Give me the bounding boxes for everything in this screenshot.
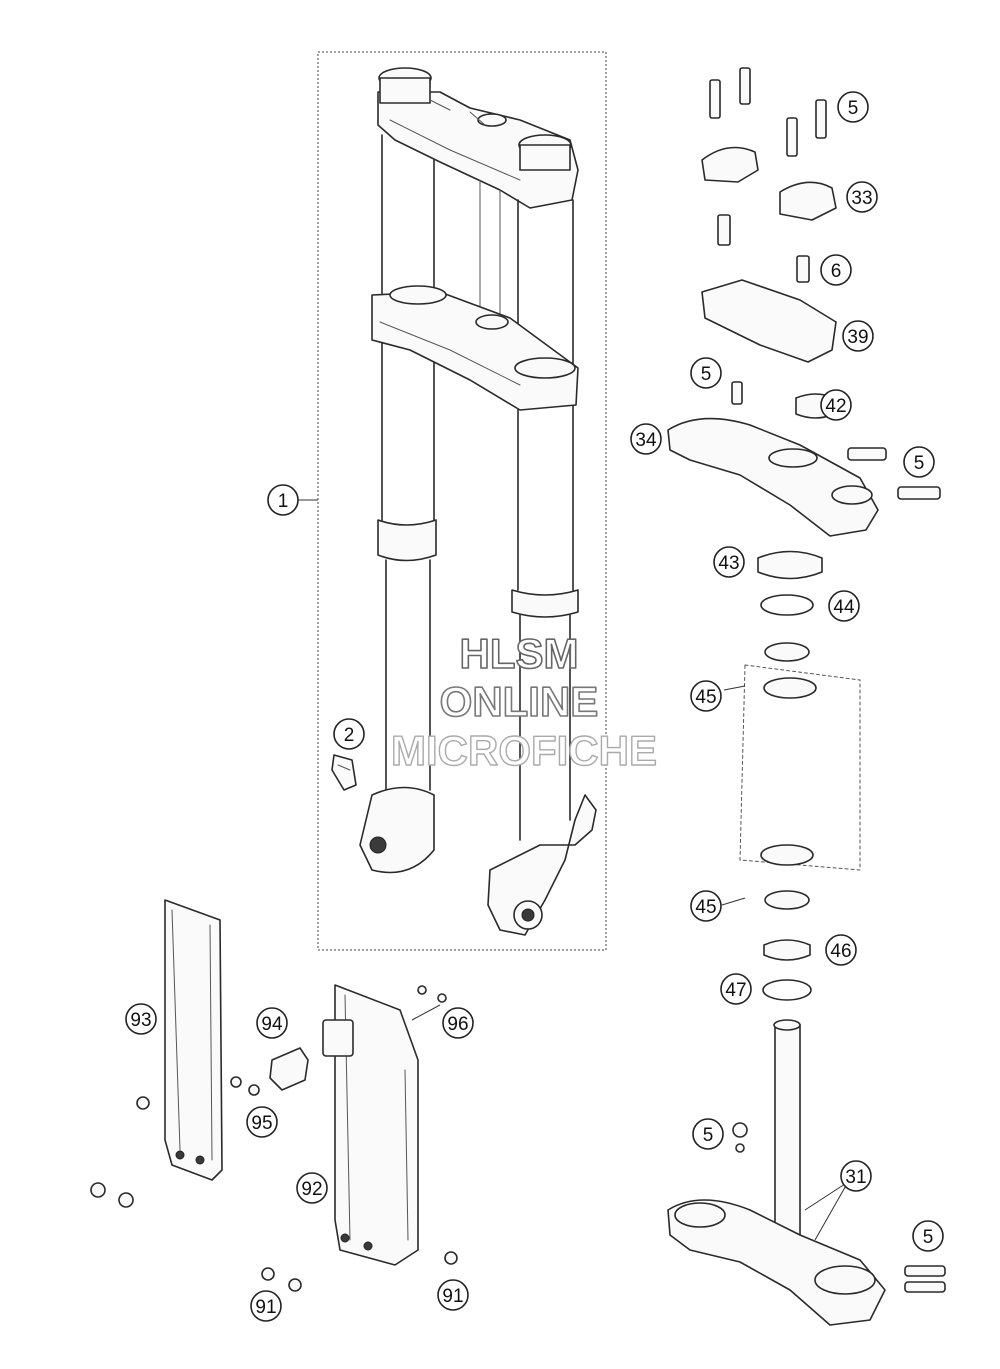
- leader-lines: [298, 499, 849, 1241]
- callout-5-b[interactable]: 5: [690, 357, 722, 389]
- nut-left-1-drawing: [90, 1182, 106, 1198]
- nut-96a-drawing: [417, 985, 427, 995]
- seal-46-drawing: [763, 939, 811, 961]
- svg-text:5: 5: [701, 364, 712, 385]
- steering-parts: [667, 67, 946, 1326]
- callout-2[interactable]: 2: [333, 718, 365, 750]
- steering-stem-31-drawing: [667, 1019, 946, 1326]
- screw-95b-drawing: [248, 1084, 260, 1096]
- svg-text:91: 91: [442, 1286, 463, 1307]
- fork-assembly: [317, 51, 607, 951]
- fork-tubes-drawing: [377, 134, 579, 841]
- svg-text:96: 96: [447, 1014, 468, 1035]
- svg-text:45: 45: [695, 897, 716, 918]
- callout-92[interactable]: 92: [296, 1172, 328, 1204]
- callout-96[interactable]: 96: [442, 1007, 474, 1039]
- svg-text:95: 95: [251, 1113, 272, 1134]
- svg-text:6: 6: [831, 261, 842, 282]
- nut-91a-drawing: [261, 1267, 275, 1281]
- upper-triple-clamp-drawing: [377, 67, 579, 209]
- svg-text:43: 43: [718, 553, 739, 574]
- svg-text:91: 91: [255, 1297, 276, 1318]
- svg-text:5: 5: [914, 453, 925, 474]
- top-triple-clamp-34-drawing: [667, 417, 941, 537]
- handlebar-mount-39-drawing: [701, 279, 837, 363]
- callout-39[interactable]: 39: [842, 320, 874, 352]
- callout-1[interactable]: 1: [267, 484, 299, 516]
- svg-text:1: 1: [278, 491, 289, 512]
- callout-94[interactable]: 94: [256, 1007, 288, 1039]
- fork-assembly-frame: [317, 51, 607, 951]
- nut-left-2-drawing: [118, 1192, 134, 1208]
- callouts: 1 2 5 33 6 39 5 42 34 5 43 44 45 45 46 4…: [125, 91, 944, 1322]
- watermark-line-1: HLSM: [460, 630, 579, 677]
- svg-text:45: 45: [695, 687, 716, 708]
- callout-42[interactable]: 42: [820, 389, 852, 421]
- svg-text:46: 46: [830, 941, 851, 962]
- svg-text:94: 94: [261, 1014, 283, 1035]
- callout-5-d[interactable]: 5: [692, 1118, 724, 1150]
- fork-guards: [90, 899, 458, 1292]
- callout-95[interactable]: 95: [246, 1106, 278, 1138]
- watermark: HLSM ONLINE MICROFICHE: [390, 629, 657, 775]
- bracket-94-drawing: [269, 1047, 309, 1091]
- svg-text:92: 92: [301, 1179, 322, 1200]
- o-ring-44-drawing: [760, 594, 814, 616]
- screw-95a-drawing: [230, 1076, 242, 1088]
- callout-5-a[interactable]: 5: [837, 91, 869, 123]
- svg-text:44: 44: [833, 597, 855, 618]
- lower-triple-clamp-drawing: [371, 285, 579, 411]
- callout-5-e[interactable]: 5: [912, 1220, 944, 1252]
- callout-93[interactable]: 93: [125, 1003, 157, 1035]
- part-2-bleed-screw-drawing: [331, 754, 357, 791]
- svg-text:93: 93: [130, 1010, 151, 1031]
- small-screw-5-drawing: [731, 381, 743, 405]
- fork-feet-drawing: [359, 786, 597, 936]
- callout-6[interactable]: 6: [820, 254, 852, 286]
- svg-text:34: 34: [635, 430, 657, 451]
- svg-text:5: 5: [703, 1125, 714, 1146]
- nut-93-drawing: [136, 1096, 150, 1110]
- svg-text:42: 42: [825, 396, 846, 417]
- fork-guard-93-drawing: [164, 899, 223, 1181]
- bolt-6-drawing: [796, 255, 810, 283]
- nut-91b-drawing: [288, 1278, 302, 1292]
- svg-text:33: 33: [851, 188, 872, 209]
- callout-31[interactable]: 31: [840, 1160, 872, 1192]
- svg-text:39: 39: [847, 327, 868, 348]
- callout-34[interactable]: 34: [630, 423, 662, 455]
- fork-guard-92-drawing: [334, 984, 419, 1266]
- callout-47[interactable]: 47: [720, 973, 752, 1005]
- nut-91c-drawing: [444, 1251, 458, 1265]
- callout-5-c[interactable]: 5: [903, 446, 935, 478]
- svg-text:47: 47: [725, 980, 746, 1001]
- steering-head-bearing-drawing: [739, 642, 861, 910]
- callout-91-b[interactable]: 91: [437, 1279, 469, 1311]
- svg-text:31: 31: [845, 1167, 866, 1188]
- bolt-middle-drawing: [717, 214, 731, 246]
- handlebar-clamp-upper-left-drawing: [701, 146, 759, 183]
- svg-text:5: 5: [923, 1227, 934, 1248]
- o-ring-47-drawing: [762, 979, 812, 1001]
- callout-46[interactable]: 46: [825, 934, 857, 966]
- callout-43[interactable]: 43: [713, 546, 745, 578]
- callout-44[interactable]: 44: [828, 590, 860, 622]
- callout-33[interactable]: 33: [846, 181, 878, 213]
- svg-text:2: 2: [344, 725, 355, 746]
- callout-45-a[interactable]: 45: [690, 680, 722, 712]
- svg-text:5: 5: [848, 98, 859, 119]
- handlebar-clamp-33-drawing: [779, 181, 837, 221]
- nut-96b-drawing: [437, 993, 447, 1003]
- watermark-line-3: MICROFICHE: [391, 727, 657, 774]
- watermark-line-2: ONLINE: [440, 678, 599, 725]
- bolt-set-top-drawing: [709, 67, 827, 157]
- callout-45-b[interactable]: 45: [690, 890, 722, 922]
- callout-91-a[interactable]: 91: [250, 1290, 282, 1322]
- nut-43-drawing: [757, 550, 823, 580]
